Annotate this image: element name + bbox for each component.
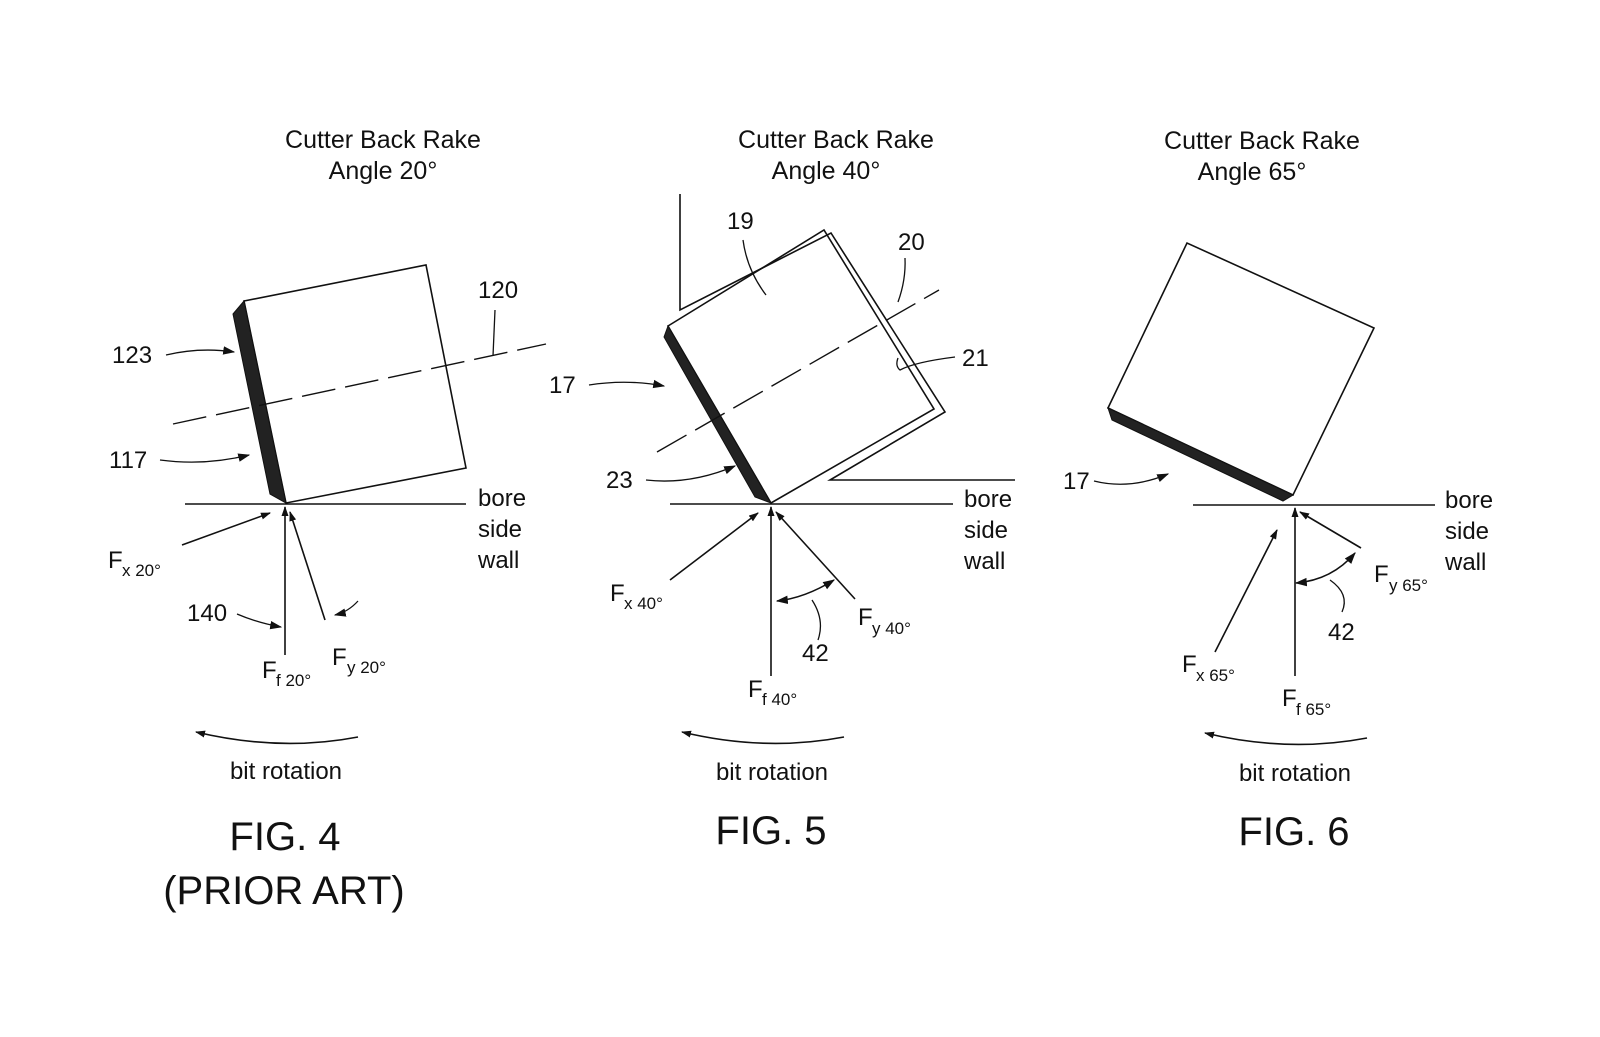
fig5-fy-sub: y 40°	[872, 619, 911, 638]
fig4-wall-word3: wall	[477, 547, 519, 574]
fig4-leader-117	[159, 453, 251, 463]
fig5-title-line1: Cutter Back Rake	[738, 126, 934, 154]
fig6-rotation-label: bit rotation	[1239, 760, 1351, 787]
fig5-cutter-axis	[656, 289, 940, 453]
fig4-title-line2: Angle 20°	[329, 157, 438, 185]
fig5-wall-word2: side	[964, 517, 1008, 544]
fig5-fy-label: F	[858, 604, 873, 631]
fig5-angle-arc	[775, 579, 836, 605]
fig4-cutter-axis	[172, 343, 547, 425]
fig5-leader-21	[896, 356, 956, 371]
fig5-cutter-face	[663, 324, 773, 504]
fig4-rotation-arrow	[195, 730, 359, 745]
fig6-ref-17: 17	[1063, 468, 1090, 495]
fig4-title-line1: Cutter Back Rake	[285, 126, 481, 154]
fig5-leader-19	[742, 239, 767, 296]
fig5-rotation-arrow	[681, 730, 845, 745]
fig4-fx-label: F	[108, 547, 123, 574]
fig5-rotation-label: bit rotation	[716, 759, 828, 786]
fig6-force-fx-arrow	[1214, 529, 1278, 653]
fig4-leader-140	[236, 613, 283, 630]
fig5-ref-17: 17	[549, 372, 576, 399]
fig-4: Cutter Back Rake Angle 20° bore side wal…	[108, 126, 547, 913]
fig6-leader-17	[1093, 473, 1170, 485]
fig5-ff-sub: f 40°	[762, 690, 797, 709]
fig6-ref-42: 42	[1328, 619, 1355, 646]
fig5-ff-label: F	[748, 676, 763, 703]
fig4-ref-123: 123	[112, 342, 152, 369]
fig4-fx-sub: x 20°	[122, 561, 161, 580]
fig6-fy-sub: y 65°	[1389, 576, 1428, 595]
fig4-wall-word2: side	[478, 516, 522, 543]
fig4-wall-word1: bore	[478, 485, 526, 512]
fig4-leader-123	[165, 346, 236, 356]
fig5-ref-21: 21	[962, 345, 989, 372]
fig4-ff-sub: f 20°	[276, 671, 311, 690]
fig6-ff-label: F	[1282, 685, 1297, 712]
fig6-title-line1: Cutter Back Rake	[1164, 127, 1360, 155]
fig5-leader-17	[588, 379, 666, 389]
fig6-fy-label: F	[1374, 561, 1389, 588]
fig5-ref-23: 23	[606, 467, 633, 494]
fig5-ref-20: 20	[898, 229, 925, 256]
fig6-fx-sub: x 65°	[1196, 666, 1235, 685]
fig4-force-fx-arrow	[181, 512, 271, 546]
fig5-force-fy-arrow	[775, 511, 856, 600]
fig-5: Cutter Back Rake Angle 40° bore side wal…	[549, 126, 1015, 853]
fig5-force-fx-arrow	[669, 512, 759, 581]
fig4-ref-120: 120	[478, 277, 518, 304]
fig6-wall-word3: wall	[1444, 549, 1486, 576]
fig5-label: FIG. 5	[715, 809, 826, 853]
fig4-fy-sub: y 20°	[347, 658, 386, 677]
fig6-cutter-body	[1106, 241, 1376, 497]
fig6-angle-arc	[1294, 552, 1356, 587]
fig4-angle-arc	[333, 600, 359, 617]
fig5-fx-label: F	[610, 580, 625, 607]
fig5-wall-word1: bore	[964, 486, 1012, 513]
fig5-leader-23	[645, 465, 737, 482]
fig6-leader-42	[1329, 579, 1345, 613]
fig4-leader-120	[492, 309, 496, 357]
fig5-bit-body-pocket	[679, 194, 1015, 481]
fig5-leader-42	[811, 599, 822, 641]
fig4-cutter-face	[232, 299, 287, 504]
fig4-note: (PRIOR ART)	[163, 869, 405, 913]
fig4-fy-label: F	[332, 644, 347, 671]
fig4-rotation-label: bit rotation	[230, 758, 342, 785]
fig5-fx-sub: x 40°	[624, 594, 663, 613]
fig6-cutter-face	[1107, 407, 1295, 502]
fig5-ref-42: 42	[802, 640, 829, 667]
fig6-ff-sub: f 65°	[1296, 700, 1331, 719]
fig6-title-line2: Angle 65°	[1198, 158, 1307, 186]
fig6-wall-word1: bore	[1445, 487, 1493, 514]
fig5-cutter-body	[666, 228, 936, 505]
fig-6: Cutter Back Rake Angle 65° bore side wal…	[1063, 127, 1493, 854]
fig6-force-fy-arrow	[1299, 511, 1362, 549]
fig4-force-fy-arrow	[289, 511, 326, 621]
fig6-rotation-arrow	[1204, 731, 1368, 746]
fig5-wall-word3: wall	[963, 548, 1005, 575]
fig4-ref-140: 140	[187, 600, 227, 627]
fig4-ff-label: F	[262, 657, 277, 684]
fig4-ref-117: 117	[109, 447, 147, 474]
fig4-label: FIG. 4	[229, 815, 340, 859]
fig6-fx-label: F	[1182, 651, 1197, 678]
fig6-label: FIG. 6	[1238, 810, 1349, 854]
fig5-title-line2: Angle 40°	[772, 157, 881, 185]
fig5-leader-20	[897, 257, 906, 303]
fig6-wall-word2: side	[1445, 518, 1489, 545]
fig5-ref-19: 19	[727, 208, 754, 235]
